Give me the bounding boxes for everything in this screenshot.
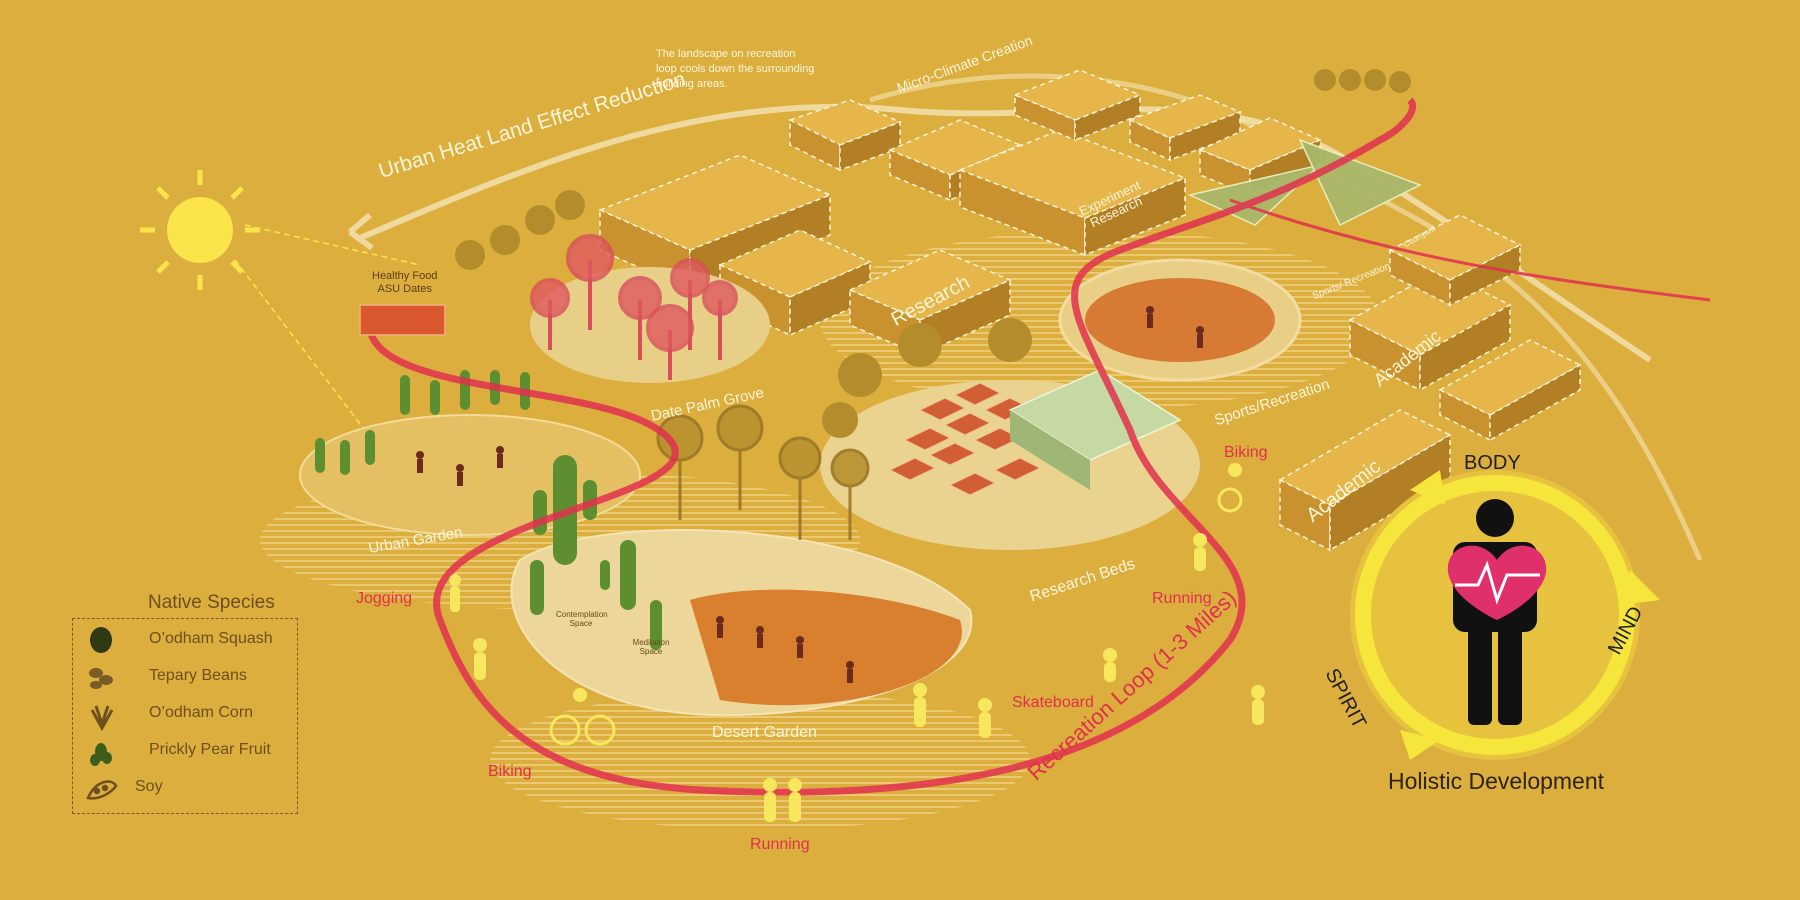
legend-item: O’odham Squash [73,623,297,657]
activity-figures [449,463,1265,822]
prickly-pear-icon [90,743,112,766]
cycle-arrow-icon [1400,730,1440,760]
label-healthy-food-line1: Healthy Food [372,270,438,282]
label-body: BODY [1464,452,1521,474]
background-trees [455,69,1411,438]
building-research [848,249,1012,357]
legend-item: Soy [73,771,297,805]
label-biking-east: Biking [1224,444,1268,461]
note-micro-climate: The landscape on recreation loop cools d… [656,48,815,90]
building-block [1127,94,1243,162]
building-block [1438,339,1582,442]
label-meditation-line1: Meditation [632,638,670,647]
legend-item-label: Prickly Pear Fruit [149,741,271,758]
legend-item-label: O’odham Squash [149,630,273,647]
label-contemplation-space: Contemplation Space [556,610,608,628]
desert-palms [656,404,870,540]
native-species-legend: O’odham Squash Tepary Beans O’odham Corn… [72,618,298,814]
people-silhouettes [416,306,1204,683]
label-space-line2: Space [569,619,593,628]
legend-title: Native Species [148,592,275,613]
healthy-food-stand [359,304,446,336]
legend-item-label: Soy [135,778,163,795]
legend-item-label: O’odham Corn [149,704,254,721]
label-running-south: Running [750,836,810,853]
legend-item-label: Tepary Beans [149,667,247,684]
greenhouse [1008,369,1182,490]
holistic-development-graphic [1350,470,1660,760]
desert-garden-plaza [690,589,962,706]
label-skateboard: Skateboard [1012,694,1094,711]
building-academic-lower [1278,409,1452,552]
beans-icon [89,668,113,689]
recreation-loop-path [366,97,1711,796]
soy-icon [86,780,118,800]
building-block [788,99,902,172]
legend-icons [86,627,118,800]
sun-icon [140,170,421,451]
corn-icon [90,705,114,732]
label-biking-west: Biking [488,763,532,780]
label-healthy-food: Healthy Food ASU Dates [372,270,437,296]
cycle-arrow-icon [1620,570,1660,605]
building-block [1012,69,1143,142]
palm-trees [530,234,738,380]
hatch-plate-south [490,690,1030,830]
label-asu-dates-line2: ASU Dates [377,283,432,295]
cycle-arrow-icon [1410,470,1445,505]
label-holistic-development: Holistic Development [1388,768,1605,794]
building-block [1388,214,1522,307]
label-meditation-space: Meditation Space [626,638,676,656]
squash-icon [90,627,112,653]
legend-item: Prickly Pear Fruit [73,734,297,768]
label-contemplation-line1: Contemplation [556,610,608,619]
building-experiment-research [957,129,1188,257]
buildings [598,69,1582,552]
label-space-line2-b: Space [639,647,663,656]
label-jogging: Jogging [356,590,413,607]
legend-item: O’odham Corn [73,697,297,731]
sports-court [1085,278,1275,362]
label-desert-garden: Desert Garden [712,724,817,741]
legend-item: Tepary Beans [73,660,297,694]
label-running-east: Running [1152,590,1212,607]
heart-icon [1447,545,1547,620]
